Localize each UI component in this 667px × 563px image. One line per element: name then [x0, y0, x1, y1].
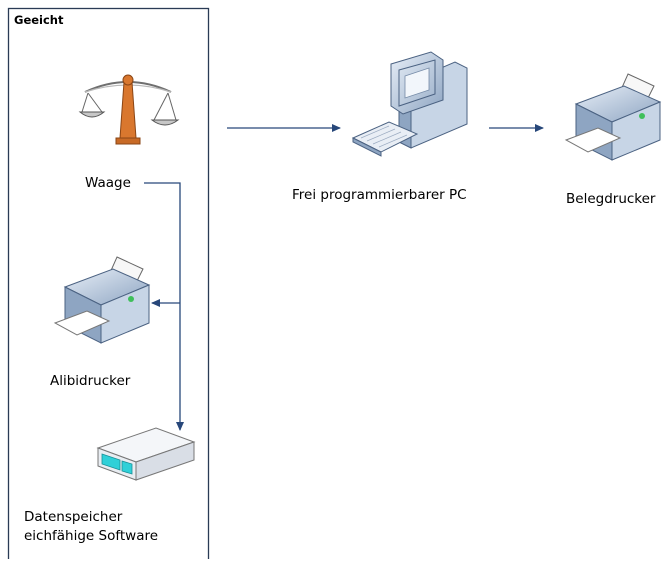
- node-label-alibidrucker: Alibidrucker: [50, 373, 131, 389]
- node-label-belegdrucker: Belegdrucker: [566, 191, 656, 207]
- scale-icon: [78, 74, 180, 145]
- connector-waage-to-devices: [144, 182, 184, 431]
- node-label-datenspeicher-line2: eichfähige Software: [24, 528, 159, 544]
- group-box-geeicht: [7, 7, 210, 563]
- node-label-waage: Waage: [85, 175, 131, 191]
- node-label-pc: Frei programmierbarer PC: [292, 187, 467, 203]
- computer-icon: [351, 51, 468, 157]
- storage-box-icon: [96, 427, 196, 481]
- printer-icon: [564, 73, 662, 161]
- group-title: Geeicht: [14, 13, 64, 27]
- node-label-datenspeicher: Datenspeicher: [24, 509, 123, 525]
- printer-icon: [53, 256, 151, 344]
